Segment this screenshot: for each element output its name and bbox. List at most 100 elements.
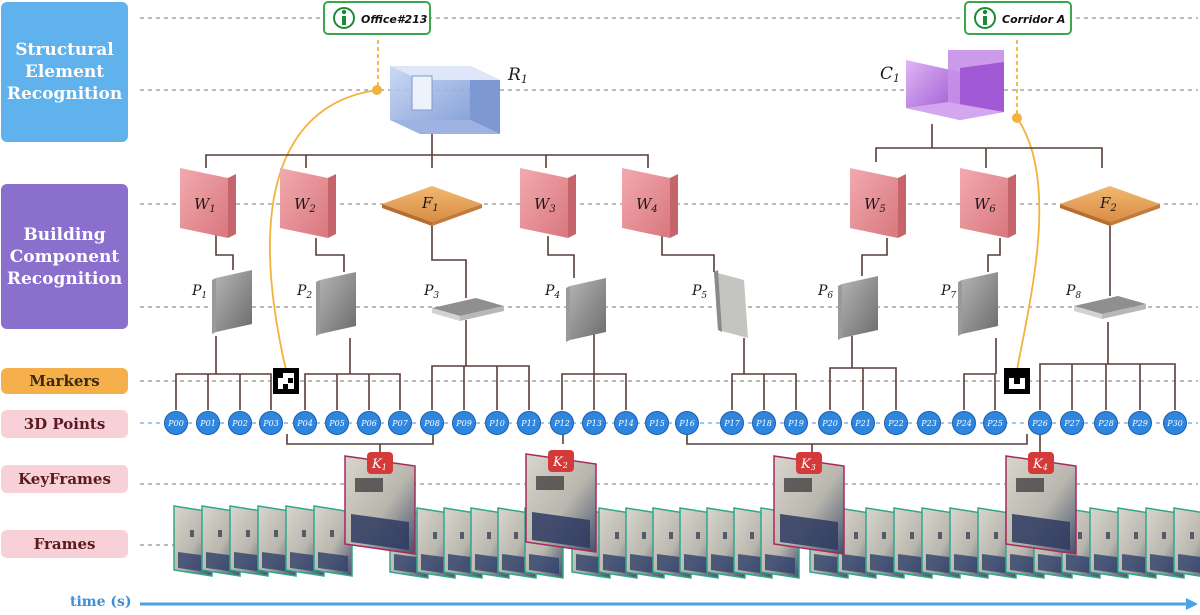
plane-5: P5 — [691, 270, 748, 338]
point-label: P21 — [854, 419, 871, 428]
point-node: P03 — [259, 411, 283, 435]
component-label-1: W1 — [194, 195, 216, 215]
component-wall-5: W4 — [622, 168, 678, 238]
point-label: P04 — [296, 419, 313, 428]
corridor-info-tag: Corridor A — [964, 1, 1072, 35]
component-wall-2: W2 — [280, 168, 336, 238]
keyframe-badge — [548, 450, 574, 472]
point-node: P13 — [582, 411, 606, 435]
keyframe-4: K4 — [1005, 452, 1077, 555]
aruco-marker-1 — [273, 368, 299, 394]
plane-6: P6 — [817, 276, 878, 340]
room-r1-label: R1 — [507, 65, 528, 86]
point-label: P00 — [167, 419, 184, 428]
component-label-7: W6 — [974, 195, 996, 215]
component-label-5: W4 — [636, 195, 658, 215]
keyframe-3: K3 — [773, 452, 845, 555]
point-node: P16 — [675, 411, 699, 435]
point-node: P00 — [164, 411, 188, 435]
point-label: P08 — [423, 419, 440, 428]
point-node: P27 — [1060, 411, 1084, 435]
point-node: P11 — [517, 411, 541, 435]
component-label-3: F1 — [421, 194, 439, 214]
plane-label-1: P1 — [191, 283, 207, 301]
point-label: P19 — [787, 419, 804, 428]
point-label: P16 — [678, 419, 695, 428]
point-label: P23 — [920, 419, 937, 428]
plane-label-5: P5 — [691, 283, 707, 301]
plane-4: P4 — [544, 278, 606, 342]
point-node: P14 — [614, 411, 638, 435]
point-node: P25 — [983, 411, 1007, 435]
plane-label-3: P3 — [423, 283, 439, 301]
point-label: P27 — [1063, 419, 1080, 428]
plane-label-7: P7 — [940, 283, 956, 301]
point-node: P19 — [784, 411, 808, 435]
point-label: P24 — [955, 419, 972, 428]
point-label: P13 — [585, 419, 602, 428]
point-node: P20 — [818, 411, 842, 435]
plane-label-4: P4 — [544, 283, 560, 301]
plane-2: P2 — [296, 272, 356, 336]
point-label: P06 — [360, 419, 377, 428]
keyframe-label-2: K2 — [552, 455, 568, 470]
point-node: P15 — [645, 411, 669, 435]
planes-layer: P1 P2 P3 P4 P5 P6 P7 P8 — [191, 270, 1146, 342]
keyframe-1: K1 — [344, 452, 416, 555]
component-label-6: W5 — [864, 195, 886, 215]
marker-anchor-corridor — [1012, 113, 1022, 123]
corridor-c1-label: C1 — [880, 64, 900, 85]
component-wall-6: W5 — [850, 168, 906, 238]
point-node: P12 — [550, 411, 574, 435]
point-node: P21 — [851, 411, 875, 435]
component-wall-7: W6 — [960, 168, 1016, 238]
keyframe-badge — [1028, 452, 1054, 474]
component-label-4: W3 — [534, 195, 556, 215]
point-label: P25 — [986, 419, 1003, 428]
point-node: P17 — [720, 411, 744, 435]
point-label: P01 — [199, 419, 216, 428]
point-node: P07 — [388, 411, 412, 435]
keyframe-label-3: K3 — [800, 457, 816, 472]
point-label: P10 — [488, 419, 505, 428]
point-label: P02 — [231, 419, 248, 428]
plane-1: P1 — [191, 270, 252, 334]
point-node: P06 — [357, 411, 381, 435]
plane-label-8: P8 — [1065, 283, 1081, 301]
point-node: P26 — [1028, 411, 1052, 435]
component-label-2: W2 — [294, 195, 316, 215]
point-label: P05 — [328, 419, 345, 428]
point-label: P22 — [887, 419, 904, 428]
keyframe-label-1: K1 — [371, 457, 387, 472]
plane-label-6: P6 — [817, 283, 833, 301]
component-wall-1: W1 — [180, 168, 236, 238]
frame-thumbnail — [313, 505, 353, 577]
keyframe-label-4: K4 — [1032, 457, 1048, 472]
layer-label-structural: Structural Element Recognition — [1, 2, 128, 142]
plane-7: P7 — [940, 272, 998, 336]
point-node: P22 — [884, 411, 908, 435]
point-node: P24 — [952, 411, 976, 435]
row-label-points: 3D Points — [1, 410, 128, 438]
point-label: P18 — [755, 419, 772, 428]
time-axis-label: time (s) — [70, 594, 132, 610]
point-node: P08 — [420, 411, 444, 435]
point-label: P07 — [391, 419, 408, 428]
point-label: P30 — [1166, 419, 1183, 428]
point-label: P20 — [821, 419, 838, 428]
point-label: P12 — [553, 419, 570, 428]
aruco-marker-2 — [1004, 368, 1030, 394]
layer-label-building: Building Component Recognition — [1, 184, 128, 329]
point-node: P23 — [917, 411, 941, 435]
keyframe-2: K2 — [525, 450, 597, 553]
time-axis-arrow — [140, 598, 1198, 610]
point-label: P09 — [455, 419, 472, 428]
keyframe-badge — [367, 452, 393, 474]
point-node: P28 — [1094, 411, 1118, 435]
row-label-keyframes: KeyFrames — [1, 465, 128, 493]
component-floor-3: F1 — [382, 186, 482, 226]
point-node: P30 — [1163, 411, 1187, 435]
frames-layer — [173, 505, 1200, 579]
points-layer: P00 P01 P02 P03 P04 P05 P06 P07 P08 P09 P10 P11 P12 P… — [164, 411, 1187, 435]
